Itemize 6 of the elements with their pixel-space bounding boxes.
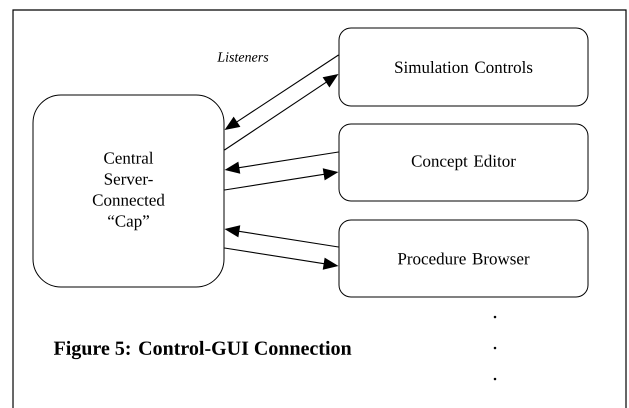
figure-title: Figure 5: Control-GUI Connection <box>54 340 352 360</box>
server-box: Central Server-Connected “Cap” <box>32 94 224 288</box>
annotation-label: Listeners <box>216 51 270 63</box>
component-box: Concept Editor <box>338 124 588 202</box>
component-box: Simulation Controls <box>338 28 588 106</box>
component-box: Procedure Browser <box>338 220 588 298</box>
